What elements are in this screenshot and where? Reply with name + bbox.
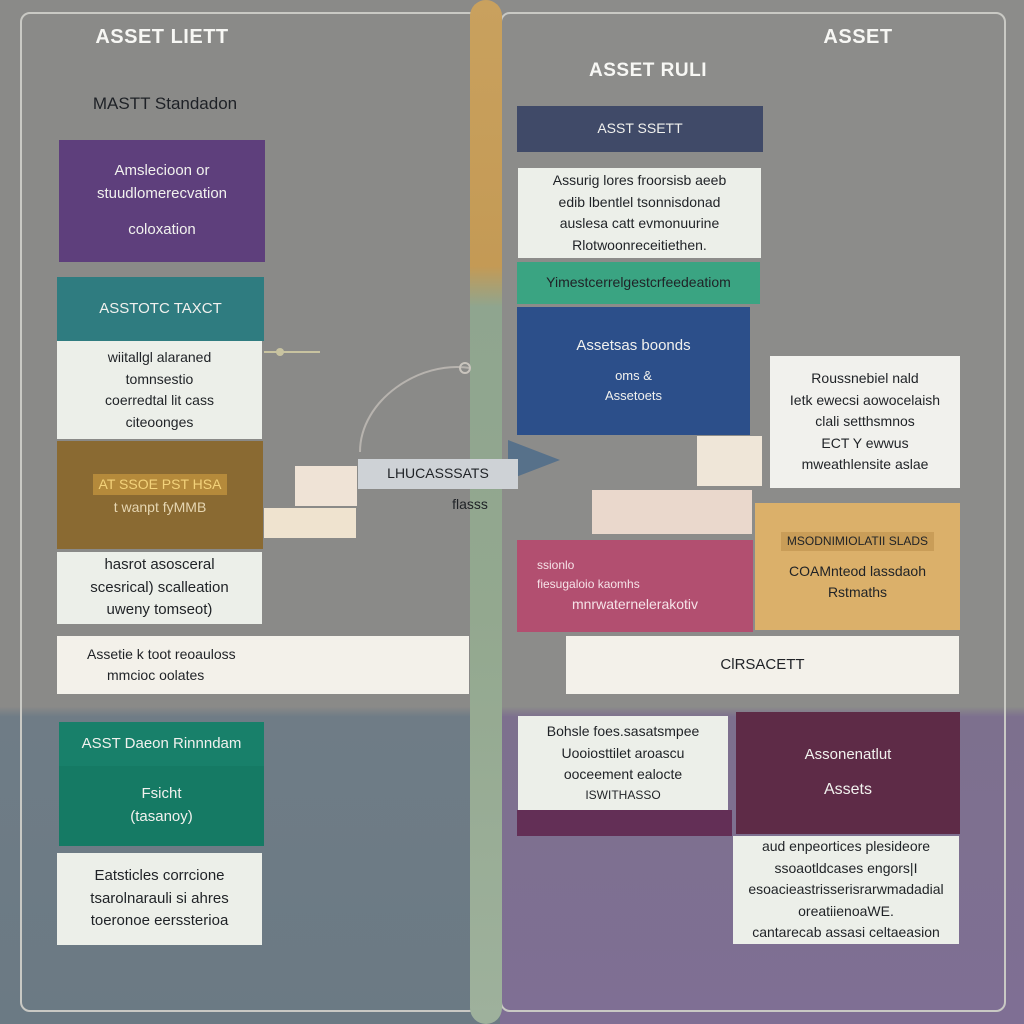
text-line: Eatsticles corrcione	[94, 866, 225, 884]
text-line: tomnsestio	[125, 370, 194, 387]
right-plum-strip	[517, 810, 732, 836]
text-line: Rstmaths	[827, 584, 888, 600]
text-line: mnrwaternelerakotiv	[571, 596, 699, 613]
text-line: Assets	[823, 781, 872, 799]
right-navy-header: ASST SSETT	[517, 106, 763, 152]
right-pale-box-1: Assurig lores froorsisb aeeb edib lbentl…	[518, 168, 761, 258]
left-wide-bar: Assetie k toot reoauloss mmcioc oolates	[57, 636, 469, 694]
text-line: Yimestcerrelgestcrfeedeatiom	[546, 274, 731, 291]
text-line: Amslecioon or	[114, 161, 210, 179]
text-line: oreatiienoaWE.	[798, 902, 894, 919]
title-center: ASSET RULI	[589, 60, 707, 81]
left-pale-box-3: Eatsticles corrcione tsarolnarauli si ah…	[57, 853, 262, 945]
text-line: MSODNIMIOLATII SLADS	[780, 531, 935, 551]
text-line: esoacieastrisserisrarwmadadial	[748, 881, 944, 898]
text-line: ssionlo	[537, 558, 575, 573]
text-line: cantarecab assasi celtaeasion	[752, 924, 940, 941]
text-line: ASST Daeon Rinnndam	[81, 734, 242, 752]
text-line: oms &	[615, 368, 652, 384]
right-side-box: Roussnebiel nald Ietk ewecsi aowocelaish…	[770, 356, 960, 488]
text-line: auslesa catt evmonuurine	[559, 215, 720, 231]
text-line: toeronoe eerssterioa	[90, 912, 229, 930]
text-line: ClRSACETT	[720, 655, 805, 673]
text-line: scesrical) scalleation	[90, 578, 229, 596]
right-wide-bar: ClRSACETT	[566, 636, 959, 694]
text-line: Fsicht	[141, 785, 182, 803]
text-line: ISWITHASSO	[585, 787, 661, 802]
text-line: Rlotwoonreceitiethen.	[572, 236, 707, 253]
connector-sublabel: flasss	[452, 496, 488, 512]
text-line: Uooiosttilet aroascu	[561, 744, 685, 761]
text-line: Assetsas boonds	[576, 337, 691, 355]
left-green-box: Fsicht (tasanoy)	[59, 766, 264, 846]
connector-node	[459, 362, 471, 374]
text-line: coerredtal lit cass	[105, 392, 214, 408]
text-line: aud enpeortices plesideore	[761, 838, 931, 855]
right-mint-bar: Yimestcerrelgestcrfeedeatiom	[517, 262, 760, 304]
text-line: Assetie k toot reoauloss	[87, 645, 236, 662]
connector-plate	[264, 508, 356, 538]
connector-arc	[359, 366, 471, 453]
text-line: citeoonges	[125, 413, 194, 430]
right-plum-pale-box: Bohsle foes.sasatsmpee Uooiosttilet aroa…	[518, 716, 728, 810]
text-line: t wanpt fyMMB	[113, 499, 207, 515]
text-line: ASST SSETT	[597, 120, 683, 137]
connector-arrow	[508, 440, 560, 480]
right-rose-box: ssionlo fiesugaloio kaomhs mnrwaterneler…	[517, 540, 753, 632]
left-green-header: ASST Daeon Rinnndam	[59, 722, 264, 766]
text-line: edib lbentlel tsonnisdonad	[558, 193, 721, 210]
title-left: ASSET LIETT	[95, 26, 229, 48]
text-line: stuudlomerecvation	[96, 184, 228, 202]
subtitle-left: MASTT Standadon	[92, 94, 238, 113]
text-line: Ietk ewecsi aowocelaish	[789, 391, 941, 408]
text-line: tsarolnarauli si ahres	[90, 889, 229, 907]
title-right: ASSET	[823, 26, 893, 48]
text-line: wiitallgl alaraned	[107, 349, 212, 365]
right-sand-box: MSODNIMIOLATII SLADS COAMnteod lassdaoh …	[755, 503, 960, 630]
text-line: Roussnebiel nald	[811, 370, 919, 387]
connector-label: LHUCASSSATS	[358, 459, 518, 489]
text-line: ooceement ealocte	[563, 766, 683, 783]
text-line: (tasanoy)	[130, 808, 193, 825]
text-line: ASSTOTC TAXCT	[99, 299, 222, 317]
left-teal-header: ASSTOTC TAXCT	[57, 277, 264, 341]
text-line: COAMnteod lassdaoh	[789, 562, 926, 579]
text-line: ECT Y ewwus	[821, 434, 909, 451]
text-line: Assonenatlut	[804, 745, 892, 763]
left-pale-box-2: hasrot asosceral scesrical) scalleation …	[57, 552, 262, 624]
text-line: clali setthsmnos	[815, 413, 915, 430]
text-line: LHUCASSSATS	[387, 465, 489, 482]
text-line: fiesugaloio kaomhs	[537, 577, 640, 592]
text-line: hasrot asosceral	[104, 555, 215, 573]
text-line: Assetoets	[604, 388, 663, 404]
right-light-plate	[697, 436, 762, 486]
connector-plate	[295, 466, 357, 506]
left-purple-box: Amslecioon or stuudlomerecvation coloxat…	[59, 140, 265, 262]
text-line: uweny tomseot)	[106, 601, 213, 619]
text-line: mweathlensite aslae	[801, 456, 929, 473]
text-line: mmcioc oolates	[107, 667, 205, 683]
text-line: Bohsle foes.sasatsmpee	[546, 723, 700, 740]
right-blue-box: Assetsas boonds oms & Assetoets	[517, 307, 750, 435]
text-line: coloxation	[128, 221, 196, 239]
left-mustard-box: AT SSOE PST HSA t wanpt fyMMB	[57, 441, 263, 549]
left-pale-box-1: wiitallgl alaraned tomnsestio coerredtal…	[57, 341, 262, 439]
right-wine-box: Assonenatlut Assets	[736, 712, 960, 834]
text-line: Assurig lores froorsisb aeeb	[552, 172, 727, 188]
center-spine	[470, 0, 502, 1024]
right-light-plate	[592, 490, 752, 534]
right-pale-box-2: aud enpeortices plesideore ssoaotldcases…	[733, 836, 959, 944]
text-line: AT SSOE PST HSA	[92, 473, 228, 495]
text-line: ssoaotldcases engors|I	[774, 859, 918, 876]
connector-node	[276, 348, 284, 356]
